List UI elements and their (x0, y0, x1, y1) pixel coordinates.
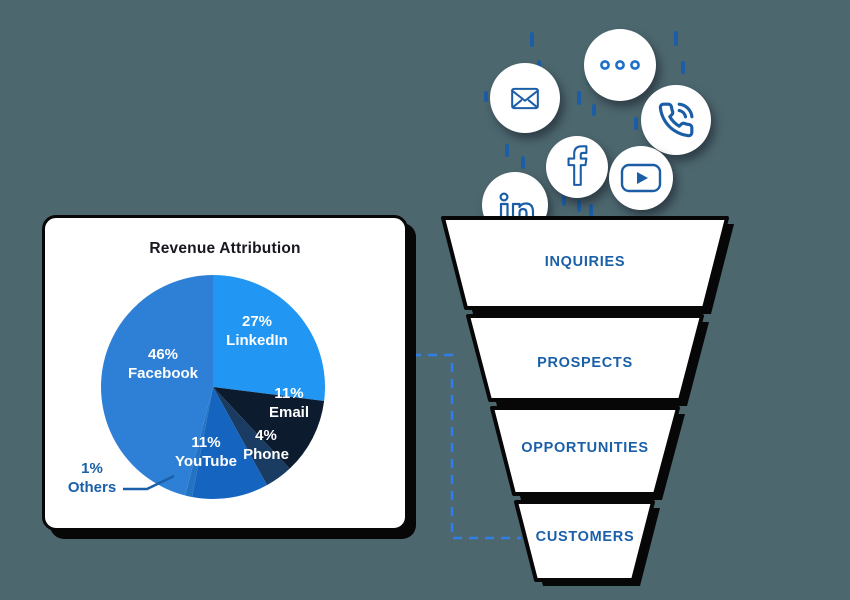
funnel-diagram (441, 216, 734, 586)
pie-callout-value: 1% (81, 460, 103, 477)
ellipsis-bubble (584, 29, 656, 101)
phone-bubble (641, 85, 711, 155)
pie-callout-others: 1% Others (37, 459, 147, 497)
rain-dash (592, 104, 596, 116)
rain-dash (577, 91, 581, 105)
rain-dash (589, 204, 593, 218)
rain-dash (505, 144, 509, 157)
rain-dash (530, 32, 534, 47)
rain-dash (521, 156, 525, 169)
pie-chart-title: Revenue Attribution (149, 240, 301, 257)
facebook-icon (567, 145, 588, 186)
youtube-bubble (609, 146, 673, 210)
pie-slice-phone (213, 387, 290, 486)
rain-dash (537, 60, 541, 68)
pie-chart (101, 275, 326, 500)
pie-slice-linkedin (213, 275, 326, 402)
funnel-label-prospects: PROSPECTS (537, 355, 633, 371)
pie-slice-others (185, 387, 213, 498)
funnel-label-inquiries: INQUIRIES (544, 254, 626, 270)
funnel-label-opportunities: OPPORTUNITIES (521, 440, 649, 456)
ellipsis-icon (600, 60, 640, 70)
youtube-icon (620, 163, 662, 193)
rain-dash (562, 194, 566, 206)
email-icon (511, 87, 539, 110)
pie-slice-facebook (101, 275, 213, 496)
pie-slice-youtube (192, 387, 267, 500)
funnel-label-customers: CUSTOMERS (535, 529, 635, 545)
rain-dash (484, 91, 488, 102)
rain-dash (681, 61, 685, 74)
rain-dash (577, 200, 581, 212)
funnel-stage-inquiries (441, 216, 729, 310)
rain-dash (674, 31, 678, 46)
pie-slice-email (213, 387, 325, 469)
email-bubble (490, 63, 560, 133)
phone-icon (658, 102, 694, 138)
facebook-bubble (546, 136, 608, 198)
rain-dash (634, 117, 638, 130)
pie-callout-label: Others (67, 479, 117, 496)
funnel-stage-customers (514, 500, 655, 582)
